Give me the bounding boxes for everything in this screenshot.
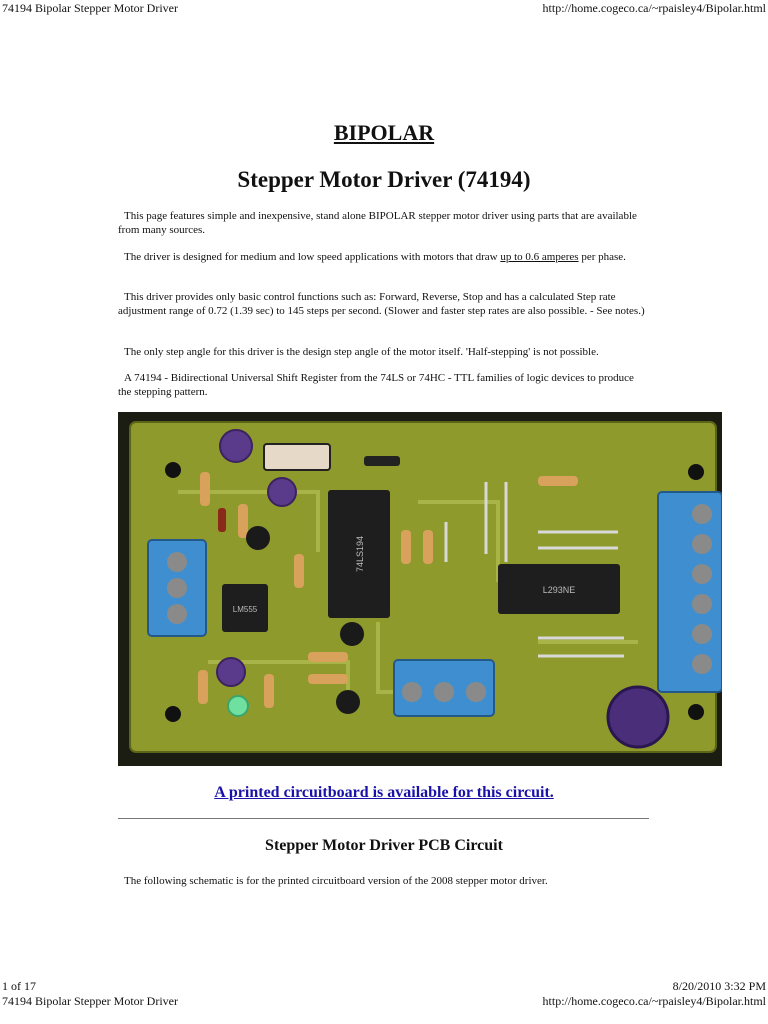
section-title: Stepper Motor Driver PCB Circuit — [265, 837, 503, 854]
terminal-screw — [434, 682, 454, 702]
terminal-screw — [167, 552, 187, 572]
shift-register-chip — [328, 490, 390, 618]
diode — [218, 508, 226, 532]
current-paragraph-text-end: per phase. — [578, 251, 626, 263]
resistor — [238, 504, 248, 538]
resistor — [198, 670, 208, 704]
amperes-link[interactable]: up to 0.6 amperes — [500, 251, 579, 263]
resistor — [423, 530, 433, 564]
timer-chip — [222, 584, 268, 632]
print-header-title: 74194 Bipolar Stepper Motor Driver — [2, 1, 178, 15]
terminal-screw — [466, 682, 486, 702]
resistor — [200, 472, 210, 506]
step-angle-paragraph: The only step angle for this driver is t… — [124, 346, 599, 358]
mounting-hole — [165, 462, 181, 478]
terminal-screw — [402, 682, 422, 702]
inductor — [263, 443, 331, 471]
transistor — [340, 622, 364, 646]
print-header-url-repeat: http://home.cogeco.ca/~rpaisley4/Bipolar… — [542, 994, 766, 1008]
chip1-label: 74LS194 — [355, 536, 365, 572]
chip3-label: LM555 — [233, 605, 258, 614]
terminal-screw — [692, 654, 712, 674]
current-paragraph: The driver is designed for medium and lo… — [118, 250, 648, 264]
print-footer-page-number: 1 of 17 — [2, 979, 36, 993]
transistor — [246, 526, 270, 550]
current-paragraph-text-start: The driver is designed for medium and lo… — [124, 251, 501, 263]
mounting-hole — [688, 704, 704, 720]
control-functions-paragraph: This driver provides only basic control … — [118, 291, 645, 317]
driver-chip — [498, 564, 620, 614]
terminal-screw — [692, 504, 712, 524]
jumper-wires — [444, 482, 624, 658]
resistor — [308, 652, 348, 662]
shift-register-paragraph: A 74194 - Bidirectional Universal Shift … — [118, 372, 634, 398]
large-capacitor — [606, 685, 670, 749]
terminal-screw — [692, 594, 712, 614]
terminal-screw — [167, 578, 187, 598]
terminal-screw — [692, 534, 712, 554]
resistor — [538, 476, 578, 486]
pcb-available-link[interactable]: A printed circuitboard is available for … — [214, 784, 554, 801]
capacitor — [216, 657, 246, 687]
terminal-screw — [692, 624, 712, 644]
mounting-hole — [165, 706, 181, 722]
mounting-hole — [688, 464, 704, 480]
transistor — [336, 690, 360, 714]
resistor — [308, 674, 348, 684]
horizontal-rule — [118, 818, 649, 819]
capacitor — [219, 429, 253, 463]
terminal-screw — [692, 564, 712, 584]
led — [227, 695, 249, 717]
page-title: BIPOLAR — [333, 120, 435, 145]
circuit-board-photo: 74LS194 L293NE LM555 — [118, 412, 722, 766]
resistor — [401, 530, 411, 564]
resistor — [264, 674, 274, 708]
page-subtitle: Stepper Motor Driver (74194) — [237, 167, 531, 192]
pcb-traces — [178, 490, 638, 712]
intro-paragraph: This page features simple and inexpensiv… — [118, 210, 637, 236]
terminal-screw — [167, 604, 187, 624]
print-header-url: http://home.cogeco.ca/~rpaisley4/Bipolar… — [542, 1, 766, 15]
chip2-label: L293NE — [543, 585, 576, 595]
diode — [364, 456, 400, 466]
schematic-paragraph: The following schematic is for the print… — [124, 875, 548, 887]
resistor — [294, 554, 304, 588]
capacitor — [267, 477, 297, 507]
print-footer-datetime: 8/20/2010 3:32 PM — [672, 979, 766, 993]
right-terminal-block — [657, 491, 722, 693]
print-header-title-repeat: 74194 Bipolar Stepper Motor Driver — [2, 994, 178, 1008]
